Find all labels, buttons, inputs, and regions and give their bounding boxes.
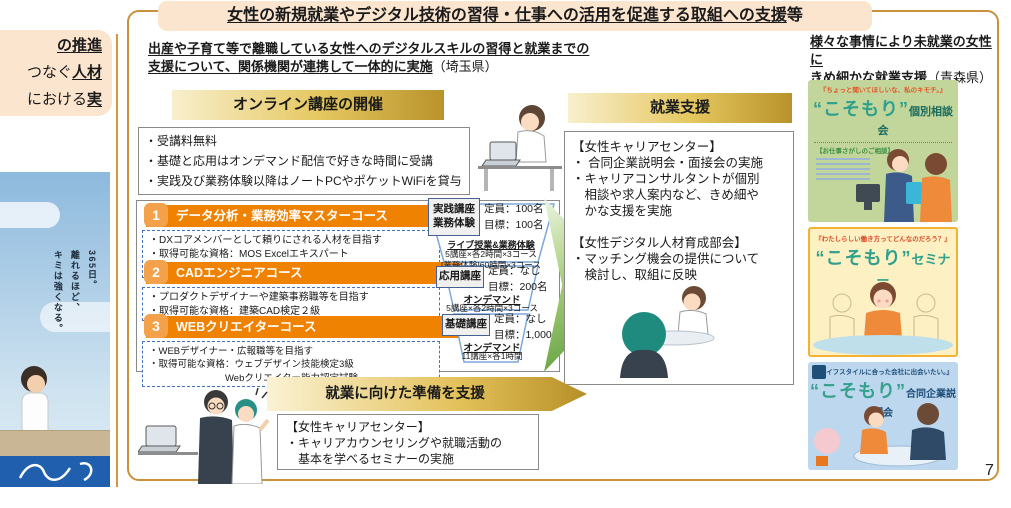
- course-1-number-badge: 1: [144, 203, 168, 227]
- level-3-mode: オンデマンド: [463, 343, 521, 354]
- adjacent-slide-fragment: の推進 つなぐ人材 における実 365日。 離れるほど、 キミは強くなる。: [0, 0, 122, 508]
- level-3-capacity: 定員：なし 目標：1,000名: [494, 313, 563, 342]
- flyer-3-illustration: [853, 403, 946, 467]
- flyer-1-illustration: [856, 149, 952, 222]
- level-2-capacity: 定員：なし 目標：200名: [488, 265, 548, 294]
- flyer-1-subheading: 【お仕事さがしのご相談】: [816, 148, 894, 155]
- bullet-item: ・受講料無料: [145, 134, 218, 148]
- prep-support-arrow: 就業に向けた準備を支援: [267, 377, 587, 411]
- advisors-illustration: [138, 387, 270, 484]
- level-3-detail: 11講座×各1時間: [461, 351, 523, 361]
- saitama-prefecture: （埼玉県）: [432, 59, 498, 74]
- level-2-label: 応用講座: [436, 266, 484, 288]
- course-1-header: 1 データ分析・業務効率マスターコース: [144, 203, 462, 227]
- adjacent-line-1: の推進: [56, 37, 102, 54]
- online-course-bullets-box: ・受講料無料 ・基礎と応用はオンデマンド配信で好きな時間に受講 ・実践及び業務体…: [138, 127, 470, 195]
- fine-print-line: [816, 173, 870, 175]
- level-2-detail: 5講座×各2時間×3コース: [446, 303, 538, 313]
- flyer-3-pink-badge: [814, 428, 840, 454]
- poster-blue-band: [0, 456, 110, 487]
- employment-support-header: 就業支援: [568, 93, 792, 123]
- course-2-details: ・プロダクトデザイナーや建築事務職等を目指す ・取得可能な資格：建築CAD検定２…: [142, 287, 440, 321]
- fine-print-line: [816, 168, 870, 170]
- level-1-detail: 5講座×各2時間×3コース [業務体験]60時間×3コース: [441, 249, 541, 270]
- flyer-kosomori-seminar: 『わたしらしい働き方ってどんなのだろう？』 “こそもり”セミナー: [808, 227, 958, 357]
- slide-title: 女性の新規就業やデジタル技術の習得・仕事への活用を促進する取組への支援: [227, 7, 787, 24]
- level-1-mode: ライブ授業&業務体験: [447, 240, 535, 250]
- cloud-shape: [40, 302, 110, 332]
- dotted-divider: [814, 142, 952, 143]
- employment-support-body: 【女性キャリアセンター】 ・ 合同企業説明会・面接会の実施 ・キャリアコンサルタ…: [572, 140, 763, 282]
- flyer-2-illustration: [813, 282, 953, 355]
- level-2-mode: オンデマンド: [463, 295, 521, 306]
- level-1-capacity: 定員：100名 目標：100名: [484, 203, 544, 232]
- fine-print-line: [816, 163, 870, 165]
- adjacent-line-2: つなぐ人材: [26, 64, 102, 81]
- adjacent-slide-textbox: の推進 つなぐ人材 における実: [0, 30, 112, 116]
- flyer-3-brand: “こそもり”: [810, 381, 906, 401]
- bullet-item: ・実践及び業務体験以降はノートPCやポケットWiFiを貸与: [145, 174, 462, 188]
- poster-vertical-slogan: 365日。 離れるほど、 キミは強くなる。: [52, 250, 97, 334]
- level-1-label: 実践講座 業務体験: [428, 198, 480, 236]
- flyer-kosomori-joint-briefing: 『ライフスタイルに合った会社に出会いたい。』 “こそもり”合同企業説明会: [808, 362, 958, 470]
- prep-support-box: 【女性キャリアセンター】 ・キャリアカウンセリングや就職活動の 基本を学べるセミ…: [277, 414, 539, 470]
- flyer-2-quote: 『わたしらしい働き方ってどんなのだろう？』: [815, 236, 951, 243]
- flyer-3-orange-icon: [816, 456, 828, 466]
- adjacent-line-3: における実: [26, 91, 102, 108]
- cloud-shape: [0, 202, 60, 228]
- flyer-2-brand: “こそもり”: [815, 248, 912, 268]
- fine-print-line: [816, 158, 870, 160]
- bullet-item: ・基礎と応用はオンデマンド配信で好きな時間に受講: [145, 154, 434, 168]
- fine-print-line: [816, 178, 870, 180]
- course-3-number-badge: 3: [144, 314, 168, 338]
- flyer-1-brand: “こそもり”: [813, 99, 909, 119]
- course-2-header: 2 CADエンジニアコース: [144, 260, 462, 284]
- counseling-illustration: [620, 286, 715, 378]
- slide-title-suffix: 等: [786, 7, 803, 24]
- flyer-kosomori-consultation: 『ちょっと聞いてほしいな、私のキモチ。』 “こそもり”個別相談会 【お仕事さがし…: [808, 80, 958, 222]
- poster-script-decor: [18, 462, 93, 482]
- adjacent-poster-photo: 365日。 離れるほど、 キミは強くなる。: [0, 172, 110, 487]
- poster-wall: [0, 430, 110, 457]
- woman-laptop-illustration: [478, 105, 562, 191]
- flyer-3-corner-badge: [812, 365, 826, 379]
- flyer-1-quote: 『ちょっと聞いてほしいな、私のキモチ。』: [819, 87, 947, 94]
- course-2-number-badge: 2: [144, 260, 168, 284]
- flyer-1-title: 個別相談会: [877, 106, 954, 137]
- slide-title-banner: 女性の新規就業やデジタル技術の習得・仕事への活用を促進する取組への支援等: [158, 1, 872, 31]
- online-course-header: オンライン講座の開催: [172, 90, 444, 120]
- saitama-heading: 出産や子育て等で離職している女性へのデジタルスキルの習得と就業までの 支援につい…: [148, 41, 590, 74]
- level-3-label: 基礎講座: [442, 314, 490, 336]
- adjacent-slide-right-border: [116, 34, 118, 487]
- page-number: 7: [985, 462, 994, 479]
- aomori-heading: 様々な事情により未就業の女性に きめ細かな就業支援（青森県）: [810, 34, 993, 85]
- course-3-header: 3 WEBクリエイターコース: [144, 314, 462, 338]
- flyer-3-quote: 『ライフスタイルに合った会社に出会いたい。』: [813, 369, 953, 376]
